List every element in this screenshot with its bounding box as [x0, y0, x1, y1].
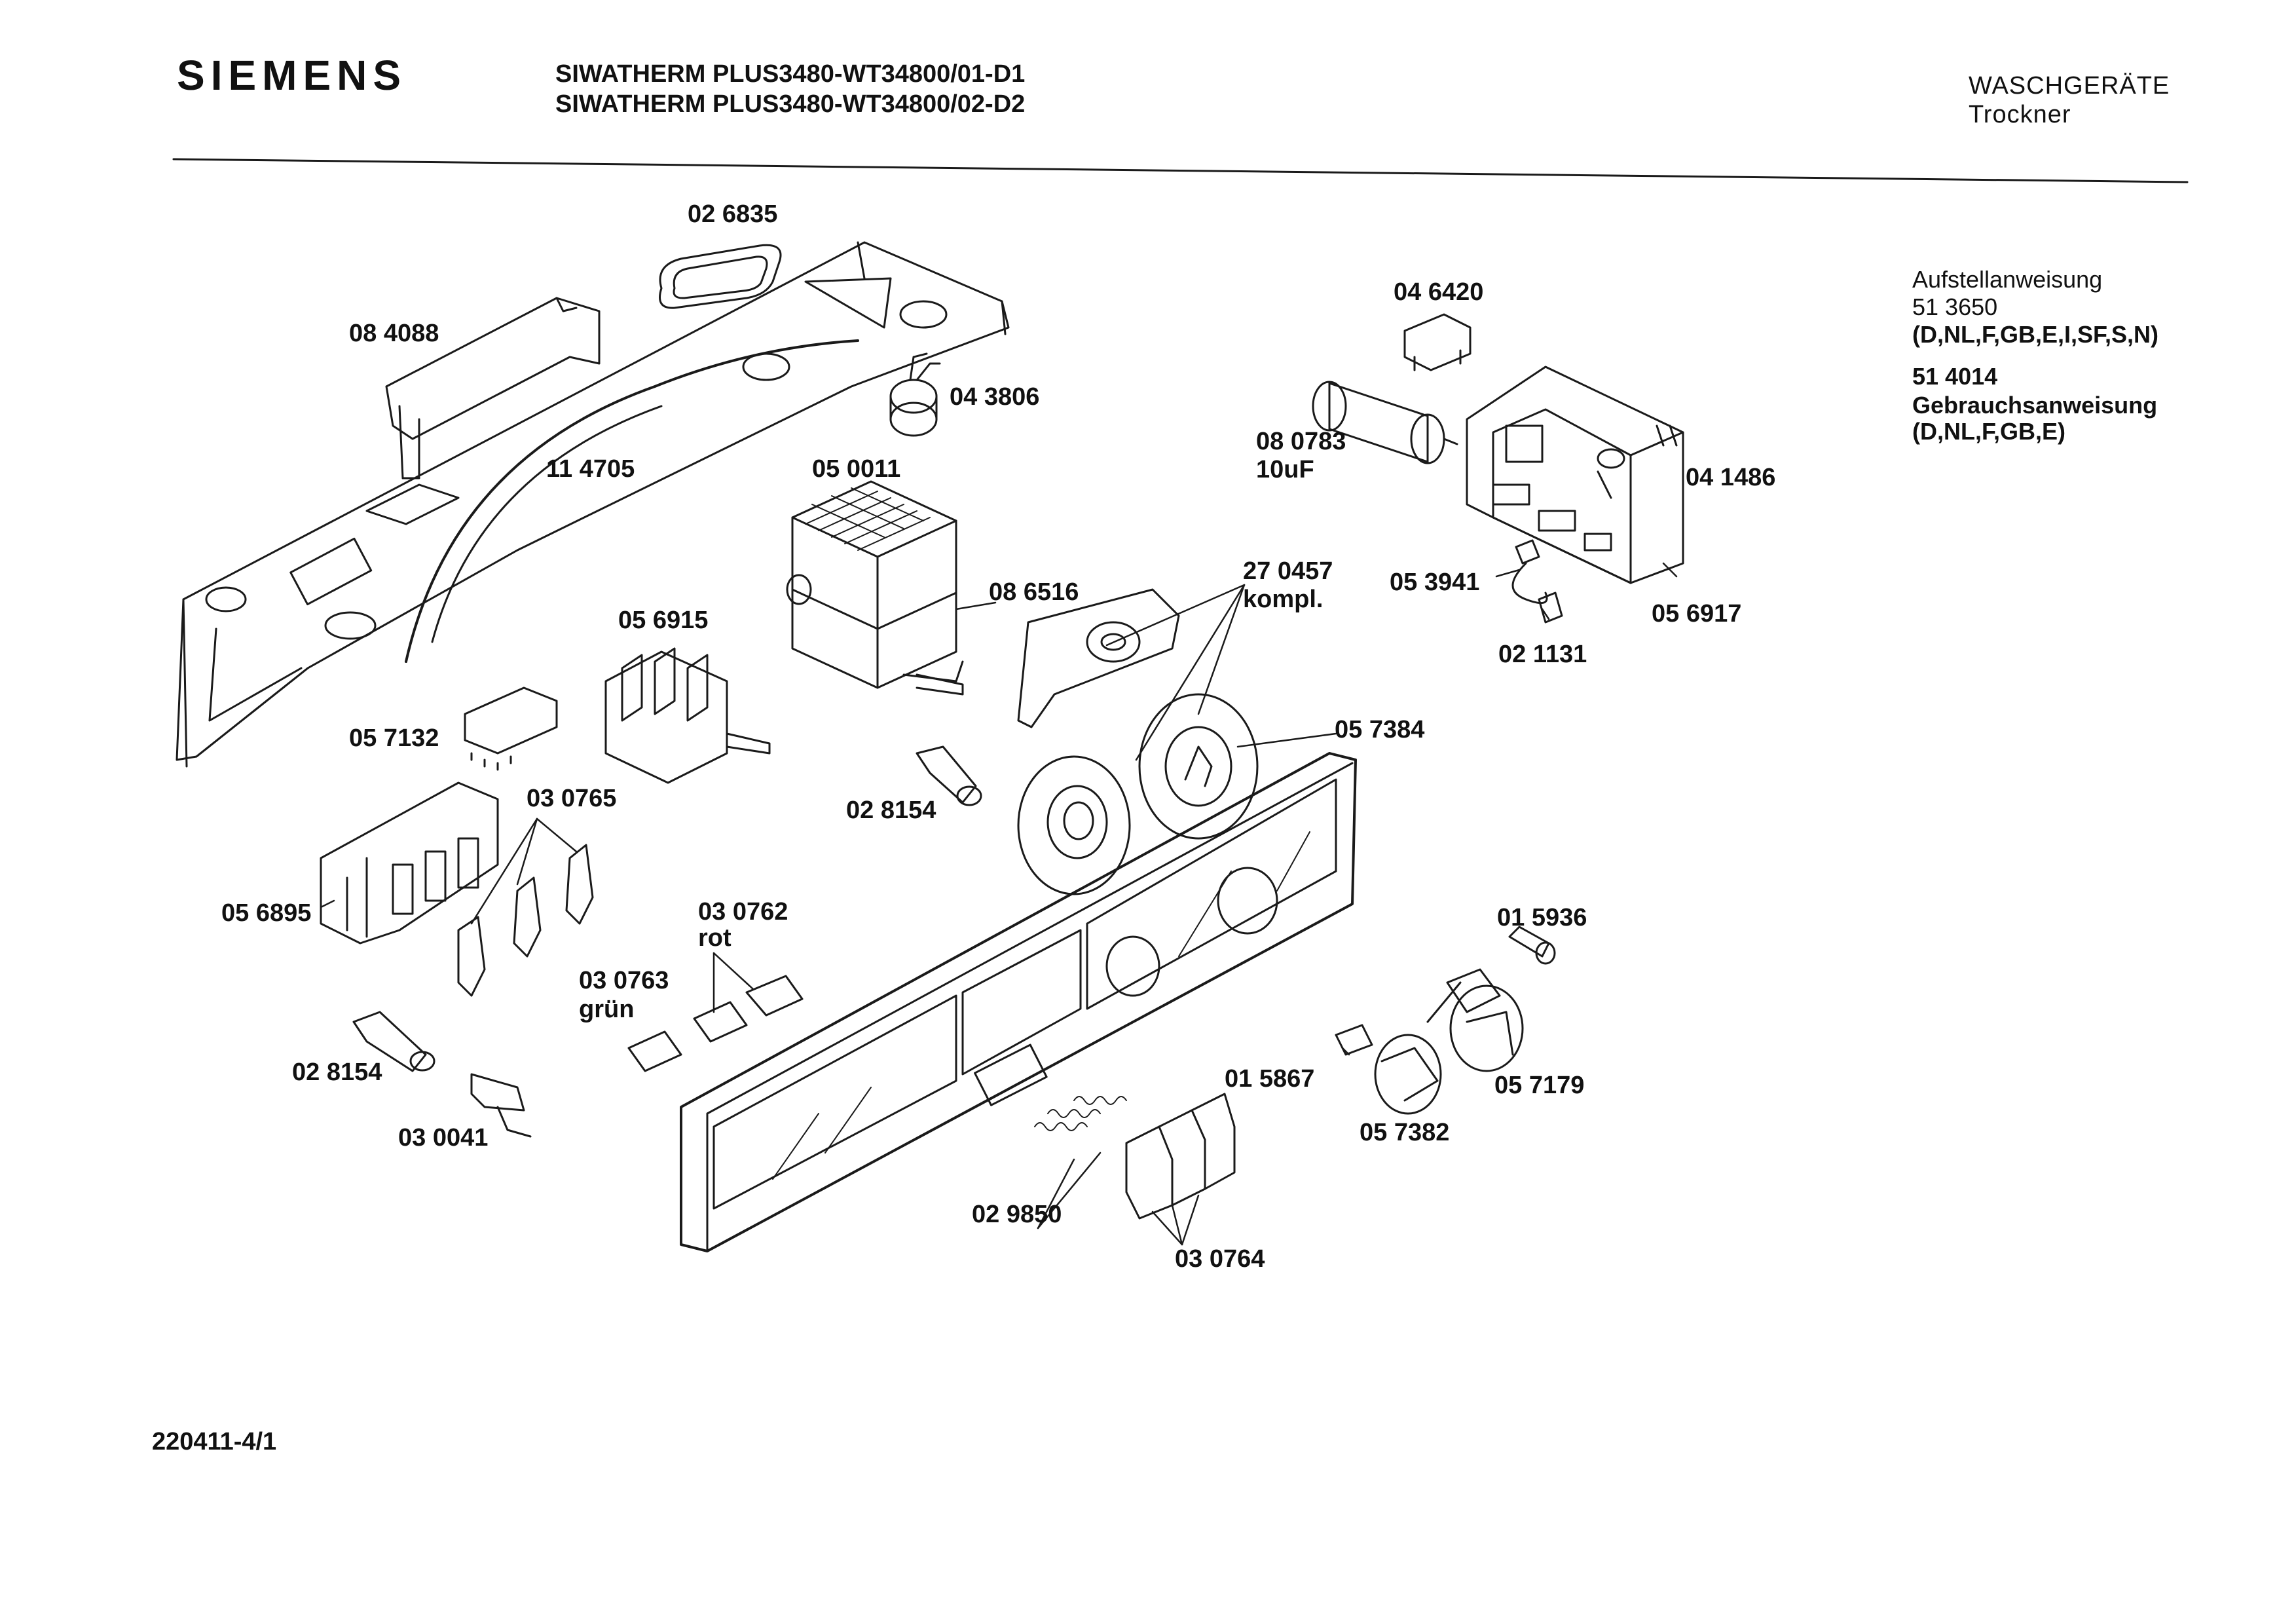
run-capacitor-part	[1313, 382, 1457, 463]
install-number: 51 3650	[1912, 293, 1998, 320]
leader-lines	[321, 563, 1676, 1245]
part-label-026835: 02 6835	[688, 200, 778, 228]
part-label-043806: 04 3806	[950, 383, 1040, 411]
bracket-part	[386, 298, 599, 478]
part-label-080783: 08 0783	[1256, 428, 1346, 455]
screw-part	[1509, 927, 1555, 964]
part-label-050011: 05 0011	[812, 455, 901, 483]
part-label-053941: 05 3941	[1390, 569, 1480, 596]
part-label-028154-b: 02 8154	[292, 1059, 382, 1086]
lamp-holder-part	[1336, 1025, 1372, 1055]
manual-number: 51 4014	[1912, 363, 1998, 390]
part-label-015936: 01 5936	[1497, 904, 1587, 931]
push-button-parts	[1126, 1094, 1234, 1218]
sensor-connector-part	[1513, 540, 1562, 622]
indicator-lamp-part-2	[354, 1012, 434, 1071]
part-label-086516: 08 6516	[989, 578, 1079, 606]
part-label-030763-note: grün	[579, 996, 635, 1023]
relay-part	[1405, 314, 1470, 370]
part-label-114705: 11 4705	[546, 455, 635, 483]
manual-languages: (D,NL,F,GB,E)	[1912, 418, 2065, 445]
part-label-030762-note: rot	[698, 924, 731, 952]
selector-switch-part	[606, 648, 769, 783]
knob-bracket-part	[1018, 590, 1179, 727]
electronic-module-part	[1467, 367, 1683, 583]
part-label-057384: 05 7384	[1335, 716, 1425, 743]
indicator-lamp-part-1	[917, 747, 981, 805]
model-line-2: SIWATHERM PLUS3480-WT34800/02-D2	[555, 90, 1026, 118]
part-label-057382: 05 7382	[1360, 1119, 1450, 1146]
plug-part	[472, 1074, 530, 1136]
part-label-015867: 01 5867	[1225, 1065, 1315, 1093]
front-fascia-part	[681, 753, 1356, 1251]
connector-strip-part	[465, 688, 557, 770]
panel-cover-part	[177, 242, 1009, 766]
switch-block-part	[321, 783, 498, 943]
subcategory-label: Trockner	[1969, 101, 2071, 128]
suppressor-capacitor-part	[891, 354, 940, 436]
part-label-028154-a: 02 8154	[846, 797, 936, 824]
part-label-056917: 05 6917	[1652, 600, 1742, 628]
part-label-030762: 03 0762	[698, 898, 788, 926]
part-label-057132: 05 7132	[349, 724, 439, 752]
program-timer-part	[787, 481, 963, 688]
part-label-080783-note: 10uF	[1256, 456, 1314, 483]
part-label-056915: 05 6915	[618, 607, 709, 634]
part-label-046420: 04 6420	[1394, 278, 1484, 306]
part-label-030041: 03 0041	[398, 1124, 489, 1152]
manual-title: Gebrauchsanweisung	[1912, 392, 2158, 419]
part-label-041486: 04 1486	[1686, 464, 1776, 491]
spring-parts	[1035, 1097, 1126, 1131]
part-label-029850: 02 9850	[972, 1201, 1062, 1228]
model-line-1: SIWATHERM PLUS3480-WT34800/01-D1	[555, 60, 1026, 88]
install-languages: (D,NL,F,GB,E,I,SF,S,N)	[1912, 321, 2159, 348]
part-label-030764: 03 0764	[1175, 1245, 1265, 1273]
drawing-number: 220411-4/1	[152, 1428, 277, 1455]
knob-parts	[1375, 969, 1523, 1114]
dial-discs-part	[1018, 694, 1257, 894]
part-label-030765: 03 0765	[527, 785, 617, 812]
part-label-084088: 08 4088	[349, 320, 439, 347]
part-label-270457-note: kompl.	[1243, 586, 1324, 613]
brand-logo: SIEMENS	[177, 52, 407, 99]
timer-shaft-part	[917, 675, 963, 694]
header-rule	[174, 159, 2187, 182]
seal-gasket-part	[660, 245, 781, 308]
part-label-056895: 05 6895	[221, 899, 312, 927]
part-label-270457: 27 0457	[1243, 557, 1333, 585]
part-label-021131: 02 1131	[1498, 641, 1587, 668]
clip-parts	[629, 976, 802, 1071]
install-title: Aufstellanweisung	[1912, 266, 2103, 293]
category-label: WASCHGERÄTE	[1969, 72, 2170, 100]
part-label-030763: 03 0763	[579, 967, 669, 994]
part-label-057179: 05 7179	[1494, 1072, 1585, 1099]
